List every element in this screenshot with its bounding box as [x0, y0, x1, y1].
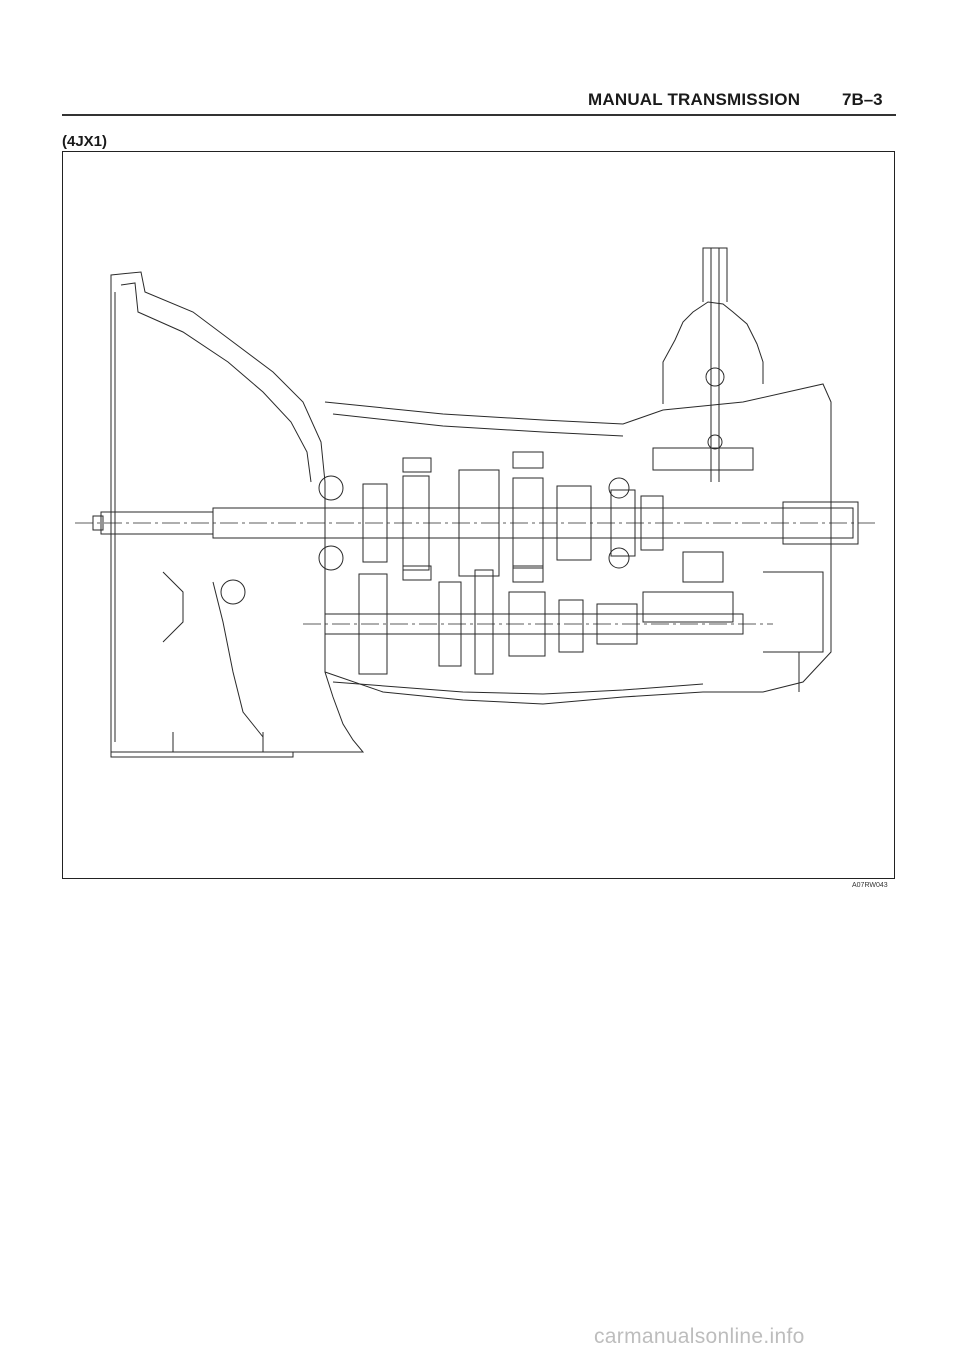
- page-number: 7B–3: [842, 90, 883, 109]
- page-header-title: MANUAL TRANSMISSION: [588, 90, 801, 109]
- footer-watermark: carmanualsonline.info: [594, 1325, 805, 1348]
- bearing-rear: [608, 477, 630, 499]
- main-case: [324, 383, 832, 705]
- counter-shaft: [324, 613, 744, 635]
- figure-code: A07RW043: [852, 882, 888, 889]
- gear-6: [610, 489, 636, 557]
- main-shaft: [212, 507, 854, 539]
- bell-housing: [110, 271, 365, 753]
- bearing-front: [318, 475, 344, 501]
- counter-gear-2: [438, 581, 462, 667]
- gear-5: [556, 485, 592, 561]
- gear-4: [512, 477, 544, 569]
- transmission-cross-section-drawing: [75, 247, 875, 758]
- counter-gear-5: [558, 599, 584, 653]
- gear-1: [362, 483, 388, 563]
- section-label: (4JX1): [62, 133, 108, 150]
- counter-gear-3: [474, 569, 494, 675]
- counter-gear-4: [508, 591, 546, 657]
- counter-gear-1: [358, 573, 388, 675]
- figure-frame: [62, 151, 895, 879]
- gear-2: [402, 475, 430, 571]
- shift-tower: [662, 301, 764, 404]
- header-divider: [62, 114, 896, 116]
- gear-3: [458, 469, 500, 577]
